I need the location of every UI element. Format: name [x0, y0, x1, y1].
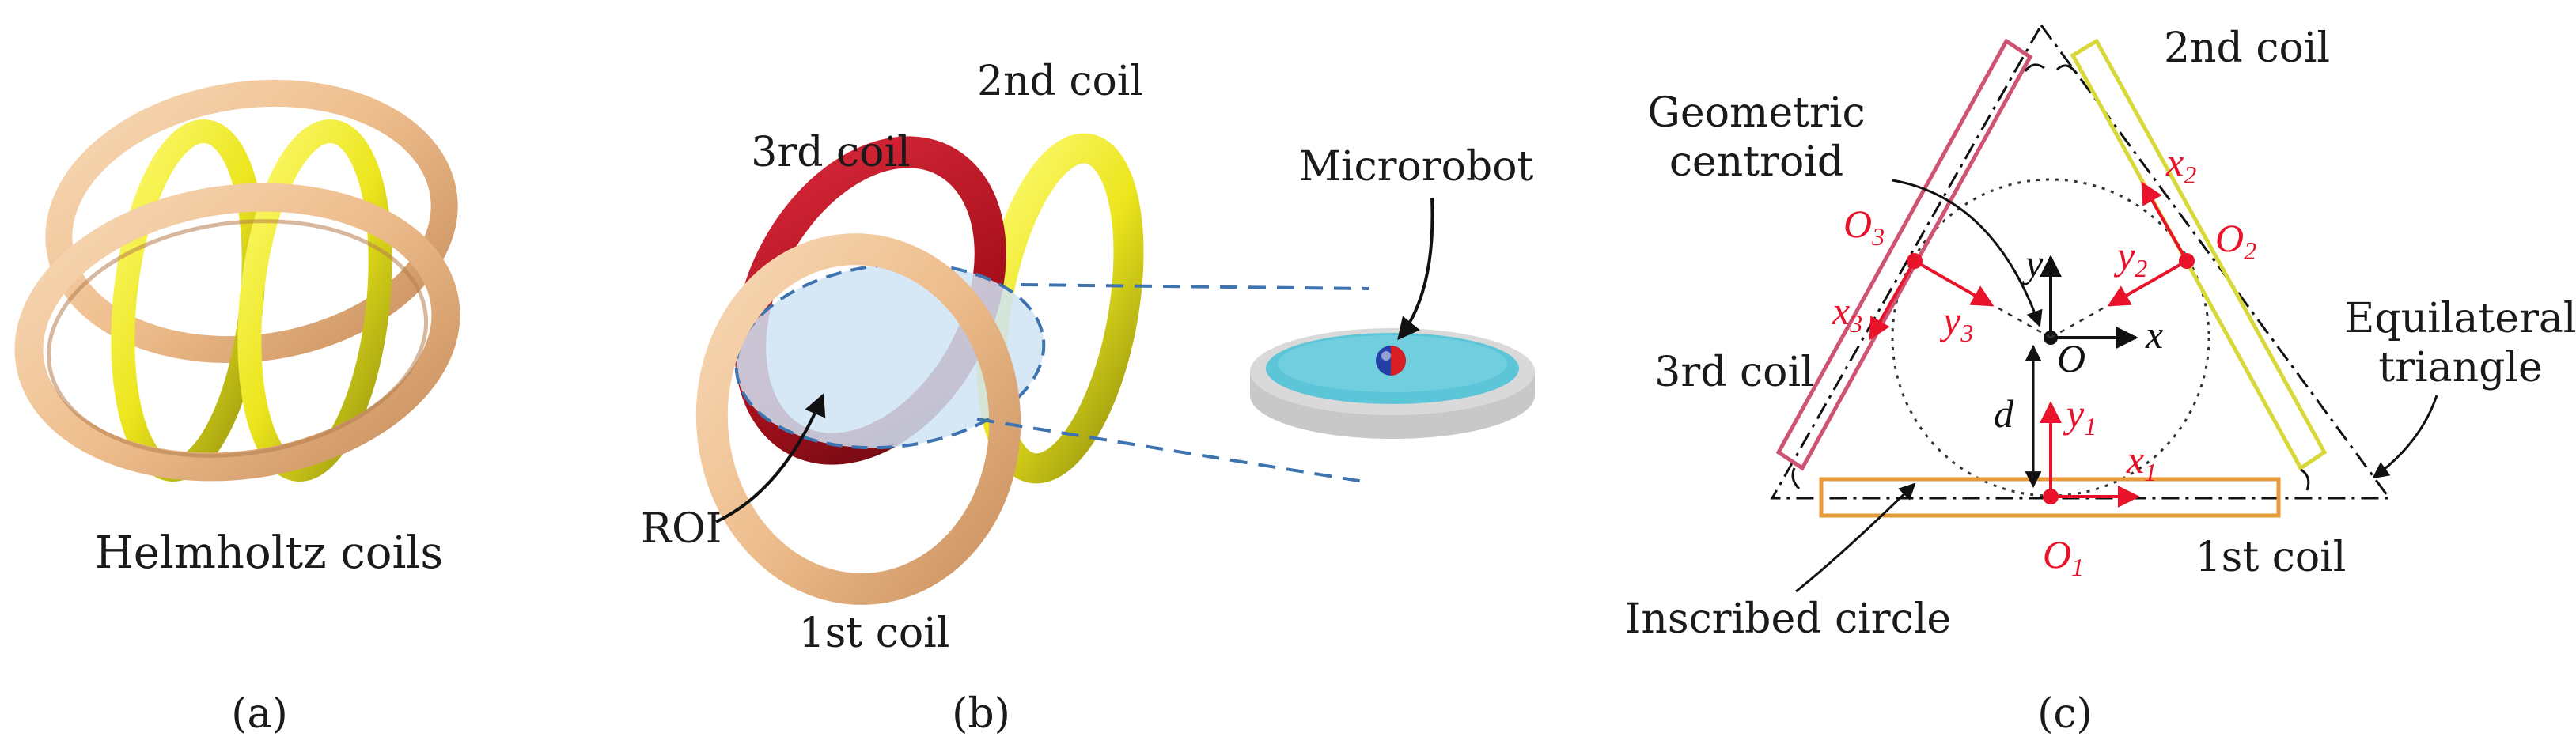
- caption-a: (a): [231, 690, 288, 738]
- o1-label: O1: [2043, 532, 2084, 581]
- y3-label: y3: [1939, 298, 1973, 347]
- coil-1-ring: [695, 233, 1021, 605]
- panel-a: Helmholtz coils (a): [14, 79, 460, 738]
- roi-label: ROI: [641, 505, 722, 553]
- roi-pointer-arrow: [715, 393, 826, 523]
- inscribed-circle-label: Inscribed circle: [1625, 595, 1951, 643]
- y2-label: y2: [2113, 233, 2147, 282]
- coil-3-label-c: 3rd coil: [1654, 349, 1813, 396]
- panel-b: 3rd coil 2nd coil Microrobot ROI 1st coi…: [641, 58, 1535, 738]
- orange-ring-back: [45, 79, 458, 364]
- corner-mark-top-right: [2055, 64, 2078, 74]
- centroid-label-line1: Geometric: [1647, 89, 1865, 137]
- coil-2-outline: [2070, 38, 2328, 471]
- x1-label: x1: [2126, 437, 2157, 486]
- helmholtz-label: Helmholtz coils: [95, 527, 443, 579]
- corner-mark-bottom-right: [2300, 468, 2310, 491]
- caption-b: (b): [952, 690, 1010, 738]
- coil-1-label-c: 1st coil: [2195, 534, 2347, 581]
- centroid-label-line2: centroid: [1669, 138, 1843, 186]
- coil-2-label-c: 2nd coil: [2164, 25, 2330, 72]
- origin-label: O: [2057, 336, 2085, 380]
- y2-vector: [2107, 259, 2188, 307]
- o3-label: O3: [1843, 202, 1885, 251]
- coil-2-label-b: 2nd coil: [977, 58, 1143, 105]
- helmholtz-coils-illustration: [14, 79, 460, 482]
- orange-ring-front: [14, 183, 460, 482]
- equilateral-triangle: [1770, 23, 2392, 500]
- orange-ring-front-shadow: [46, 219, 429, 458]
- coil-3-outline: [1775, 38, 2033, 471]
- corner-mark-bottom-left: [1791, 467, 1801, 490]
- centroid-pointer-arrow: [1892, 179, 2043, 327]
- axis-y-label: y: [2021, 241, 2044, 285]
- distance-label: d: [1994, 391, 2014, 436]
- y1-label: y1: [2063, 391, 2097, 440]
- caption-c: (c): [2037, 690, 2093, 738]
- triangle-pointer-arrow: [2372, 395, 2438, 479]
- dish-illustration: [1250, 328, 1535, 439]
- coil-3-label-b: 3rd coil: [751, 129, 910, 176]
- corner-mark-top-left: [2024, 63, 2045, 72]
- roi-projection-top: [1020, 283, 1369, 290]
- x2-vector: [2141, 181, 2188, 262]
- x3-vector: [1869, 260, 1916, 341]
- roi-projection-bottom: [976, 418, 1369, 484]
- o2-label: O2: [2215, 216, 2256, 265]
- inscribed-pointer-arrow: [1795, 482, 1916, 593]
- triangle-label-line1: Equilateral: [2344, 295, 2576, 342]
- axis-x-label: x: [2145, 312, 2163, 357]
- x2-label: x2: [2165, 140, 2196, 189]
- y3-vector: [1914, 259, 1995, 307]
- panel-c: y x O d O1 O2 O3 x1 y1 x2 y2 x3 y3 2nd c…: [1625, 23, 2576, 738]
- triangle-label-line2: triangle: [2378, 344, 2543, 391]
- coil-1-label-b: 1st coil: [799, 610, 950, 657]
- microrobot-sphere: [1376, 346, 1406, 376]
- microrobot-pointer-arrow: [1397, 197, 1434, 341]
- x3-label: x3: [1832, 289, 1862, 338]
- microrobot-label: Microrobot: [1299, 143, 1534, 191]
